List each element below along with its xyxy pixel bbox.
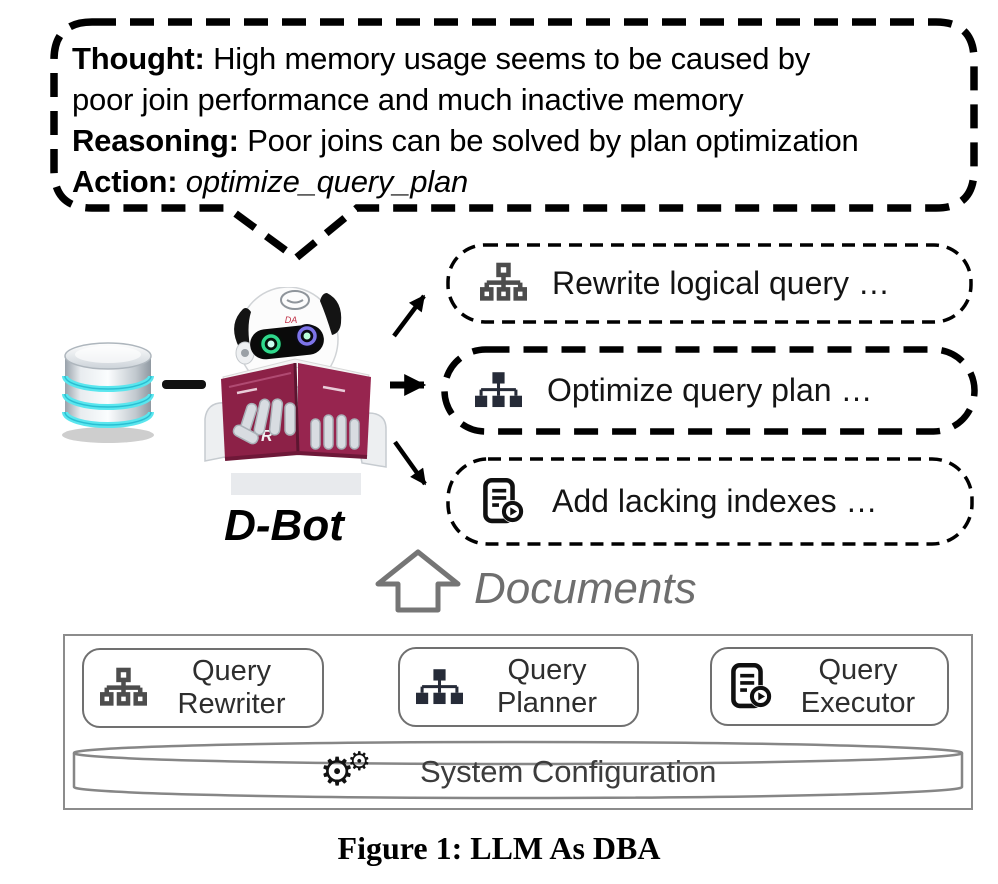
component-label: Query Rewriter	[177, 655, 286, 720]
arrow-to-indexes	[393, 440, 427, 486]
document-play-icon	[480, 478, 527, 525]
svg-text:DA: DA	[285, 315, 298, 325]
component-label: Query Planner	[497, 654, 597, 719]
bubble-text: Thought: High memory usage seems to be c…	[72, 38, 972, 202]
arrow-to-rewrite	[392, 294, 426, 338]
dbot-robot-image: DA R	[204, 287, 387, 495]
gears-icon: ⚙⚙	[319, 746, 371, 795]
system-configuration-label: System Configuration	[419, 754, 717, 789]
documents-label: Documents	[474, 564, 697, 613]
action-label: Rewrite logical query …	[552, 265, 890, 301]
component-query-planner: Query Planner	[398, 647, 639, 727]
database-icon	[62, 342, 154, 443]
sitemap-filled-icon	[416, 664, 463, 711]
component-query-executor: Query Executor	[710, 647, 949, 726]
action-label: Optimize query plan …	[547, 372, 873, 408]
dbms-pipeline-panel: Query Rewriter Query Planner Query Execu…	[63, 634, 973, 810]
db-to-dbot-connector	[162, 380, 206, 389]
bubble-outline	[50, 18, 978, 263]
sitemap-outline-icon	[480, 260, 527, 307]
action-option-rewrite-query: Rewrite logical query …	[446, 243, 973, 324]
action-option-optimize-plan: Optimize query plan …	[441, 346, 978, 435]
action-option-add-indexes: Add lacking indexes …	[446, 457, 974, 546]
action-label: Add lacking indexes …	[552, 483, 878, 519]
documents-up-arrow-icon	[375, 549, 461, 613]
component-label: Query Executor	[800, 653, 916, 719]
system-configuration-cylinder	[72, 740, 964, 800]
action-line: Action: optimize_query_plan	[72, 164, 469, 199]
reasoning-line: Reasoning: Poor joins can be solved by p…	[72, 123, 859, 158]
system-configuration-row: ⚙⚙ System Configuration	[70, 746, 966, 795]
dbot-label: D-Bot	[224, 501, 344, 550]
sitemap-filled-icon	[475, 367, 522, 414]
thought-line: Thought: High memory usage seems to be c…	[72, 41, 811, 76]
figure-caption: Figure 1: LLM As DBA	[337, 830, 661, 866]
component-query-rewriter: Query Rewriter	[82, 648, 324, 728]
thought-line-2: poor join performance and much inactive …	[72, 82, 744, 117]
sitemap-outline-icon	[100, 665, 147, 712]
document-play-icon	[728, 663, 775, 710]
thought-bubble: Thought: High memory usage seems to be c…	[50, 18, 978, 263]
